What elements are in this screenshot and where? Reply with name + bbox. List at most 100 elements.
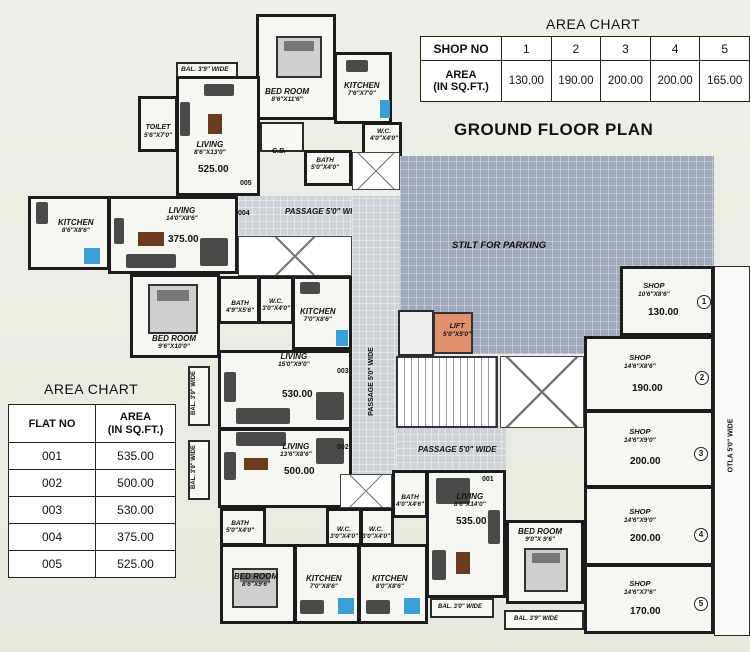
cb-label: C.B. xyxy=(272,148,286,155)
balcony-side-2-label: BAL. 3'9" WIDE xyxy=(190,445,197,489)
sofa-icon xyxy=(432,550,446,580)
wc-002-label: W.C.3'0"X4'0" xyxy=(330,526,359,541)
cb-area xyxy=(260,122,304,152)
living-004-area: 375.00 xyxy=(168,234,199,245)
shop-area-row-label: AREA (IN SQ.FT.) xyxy=(420,60,502,102)
stove-icon xyxy=(366,600,390,614)
shop-area-cell: 130.00 xyxy=(501,60,552,102)
bed-icon xyxy=(276,36,322,78)
living-005 xyxy=(176,76,260,196)
shop-3 xyxy=(584,410,714,488)
bath-002 xyxy=(220,508,266,546)
passage-vertical xyxy=(352,196,400,486)
flat-area-cell: 525.00 xyxy=(95,550,176,578)
stove-icon xyxy=(346,60,368,72)
balcony-side-2 xyxy=(188,440,210,500)
balcony-side-1 xyxy=(188,366,210,426)
flat-no-cell: 005 xyxy=(8,550,96,578)
shop-area-cell: 200.00 xyxy=(600,60,651,102)
flat-002-number: 002 xyxy=(337,444,349,451)
shop-no-cell: 4 xyxy=(649,36,701,61)
shop-5-number: 5 xyxy=(694,597,708,611)
sink-icon xyxy=(336,330,348,346)
flat-no-cell: 001 xyxy=(8,442,96,470)
wc-003 xyxy=(258,276,294,324)
table-icon xyxy=(138,232,164,246)
flat-no-cell: 002 xyxy=(8,469,96,497)
flat-area-cell: 530.00 xyxy=(95,496,176,524)
flat-003-number: 003 xyxy=(337,368,349,375)
duct-lower xyxy=(340,474,392,508)
balcony-side-1-label: BAL. 3'9" WIDE xyxy=(190,371,197,415)
shop-4-number: 4 xyxy=(694,528,708,542)
shop-no-cell: 2 xyxy=(550,36,602,61)
sofa-icon xyxy=(236,408,290,424)
table-icon xyxy=(244,458,268,470)
balcony-top-label: BAL. 3'9" WIDE xyxy=(181,66,229,73)
stilt-parking-label: STILT FOR PARKING xyxy=(452,240,547,251)
duct-top xyxy=(352,152,400,190)
flat-004-number: 004 xyxy=(238,210,250,217)
staircase xyxy=(396,356,498,428)
bed-icon xyxy=(524,548,568,592)
sofa-icon xyxy=(126,254,176,268)
flat-area-cell: 375.00 xyxy=(95,523,176,551)
flat-area-header: AREA (IN SQ.FT.) xyxy=(95,404,176,443)
shop-3-area: 200.00 xyxy=(630,456,661,467)
sink-icon xyxy=(338,598,354,614)
shop-no-header: SHOP NO xyxy=(420,36,502,61)
sink-icon xyxy=(380,100,390,118)
shop-2-area: 190.00 xyxy=(632,383,663,394)
sofa-icon xyxy=(224,372,236,402)
shop-5-area: 170.00 xyxy=(630,606,661,617)
otla-label: OTLA 5'0" WIDE xyxy=(727,418,735,473)
shop-area-table: SHOP NO 1 2 3 4 5 AREA (IN SQ.FT.) 130.0… xyxy=(420,36,750,102)
passage-vertical-label: PASSAGE 5'0" WIDE xyxy=(367,347,375,416)
toilet xyxy=(138,96,178,152)
passage-middle-label: PASSAGE 5'0" WIDE xyxy=(418,445,497,454)
balcony-low-1-label: BAL. 3'0" WIDE xyxy=(438,604,482,610)
duct-cutout xyxy=(500,356,584,428)
flat-no-header: FLAT NO xyxy=(8,404,96,443)
balcony-low-2 xyxy=(504,610,584,630)
plan-title: GROUND FLOOR PLAN xyxy=(454,120,654,139)
shop-2 xyxy=(584,336,714,412)
shop-4-area: 200.00 xyxy=(630,533,661,544)
flat-005-number: 005 xyxy=(240,180,252,187)
living-003-area: 530.00 xyxy=(282,389,313,400)
stove-icon xyxy=(300,600,324,614)
flat-area-cell: 535.00 xyxy=(95,442,176,470)
wc-005-label: W.C.4'0"X4'0" xyxy=(370,128,399,143)
sofa-icon xyxy=(224,452,236,480)
flat-area-cell: 500.00 xyxy=(95,469,176,497)
table-icon xyxy=(208,114,222,134)
flat-no-cell: 004 xyxy=(8,523,96,551)
table-icon xyxy=(456,552,470,574)
dining-table-icon xyxy=(200,238,228,266)
shop-5 xyxy=(584,564,714,634)
dining-table-icon xyxy=(436,478,470,504)
cabinet-icon xyxy=(488,510,500,544)
flat-no-cell: 003 xyxy=(8,496,96,524)
stove-icon xyxy=(300,282,320,294)
